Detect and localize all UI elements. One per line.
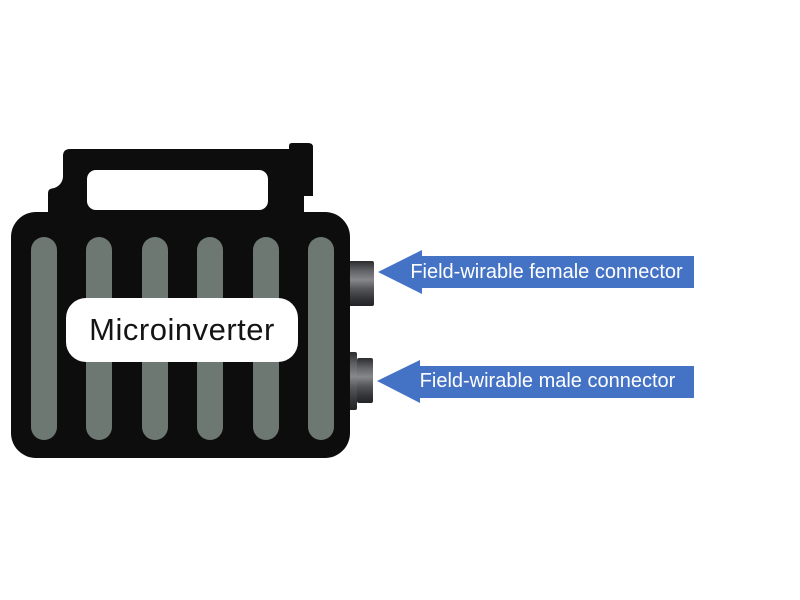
female-connector-barrel: [344, 261, 374, 306]
device-nameplate: Microinverter: [66, 298, 298, 362]
cooling-fin-slot: [31, 237, 57, 440]
handle-opening: [87, 170, 268, 210]
annotation-label-male: Field-wirable male connector: [419, 370, 676, 392]
left-arrow-callout-male-connector: Field-wirable male connector: [377, 360, 694, 403]
annotation-label-female: Field-wirable female connector: [410, 260, 683, 283]
cooling-fin-slot: [308, 237, 334, 440]
left-arrow-callout-female-connector: Field-wirable female connector: [378, 250, 694, 294]
male-connector-barrel: [357, 358, 373, 403]
